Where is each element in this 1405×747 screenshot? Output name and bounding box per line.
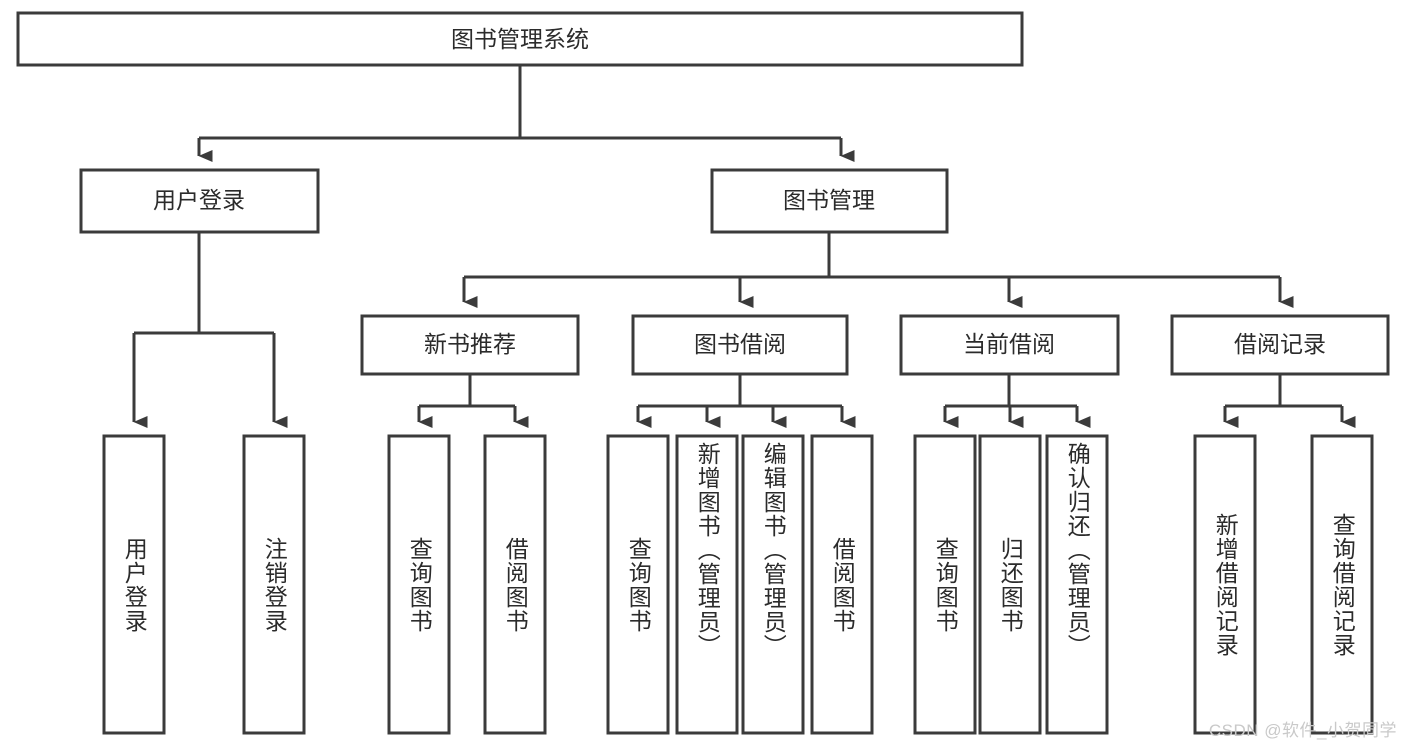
node-current-borrow-label: 当前借阅 [963,331,1055,357]
node-new-book-recommend-box[interactable] [360,314,580,376]
connector-newbook-to-leaves [417,374,529,428]
connector-root-to-level2 [197,65,855,162]
connector-userlogin-to-leaves [132,232,288,428]
leaf-box-query-book-new[interactable] [387,434,451,735]
leaf-box-query-borrow-record[interactable] [1310,434,1374,735]
connector-bookborrow-to-leaves [636,374,856,428]
leaf-box-logout[interactable] [242,434,306,735]
leaf-box-confirm-return-admin[interactable] [1045,434,1109,735]
leaf-box-add-borrow-record[interactable] [1193,434,1257,735]
connector-currentborrow-to-leaves [943,374,1091,428]
leaf-box-add-book-admin[interactable] [675,434,739,735]
node-book-borrow[interactable]: 图书借阅 [631,314,849,376]
node-current-borrow[interactable]: 当前借阅 [899,314,1120,376]
leaf-box-user-login[interactable] [102,434,166,735]
node-user-login[interactable]: 用户登录 [79,168,320,234]
node-borrow-record-label-box[interactable] [1170,314,1390,376]
connector-bookmgmt-to-level3 [462,232,1294,308]
node-new-book-recommend-label: 新书推荐 [424,331,516,357]
leaf-box-borrow-book-new[interactable] [483,434,547,735]
node-book-management[interactable]: 图书管理 [710,168,949,234]
csdn-watermark: CSDN @软件_小贺同学 [1208,721,1397,740]
node-root[interactable]: 图书管理系统 [16,11,1024,67]
node-user-login-box[interactable] [79,168,320,234]
node-root-box[interactable] [16,11,1024,67]
node-user-login-label: 用户登录 [153,187,245,213]
node-borrow-record[interactable]: 借阅记录 [1170,314,1390,376]
node-current-borrow-box[interactable] [899,314,1120,376]
leaf-box-borrow-book[interactable] [810,434,874,735]
node-new-book-recommend[interactable]: 新书推荐 [360,314,580,376]
node-book-management-box[interactable] [710,168,949,234]
node-book-borrow-label: 图书借阅 [694,331,786,357]
node-borrow-record-label: 借阅记录 [1234,331,1326,357]
leaf-box-query-book-borrow[interactable] [606,434,670,735]
leaf-box-query-book-current[interactable] [913,434,977,735]
connector-borrowrecord-to-leaves [1223,374,1356,428]
leaf-box-return-book[interactable] [978,434,1042,735]
node-root-label: 图书管理系统 [451,26,589,52]
node-book-management-label: 图书管理 [783,187,875,213]
leaf-box-edit-book-admin[interactable] [741,434,805,735]
node-book-borrow-box[interactable] [631,314,849,376]
